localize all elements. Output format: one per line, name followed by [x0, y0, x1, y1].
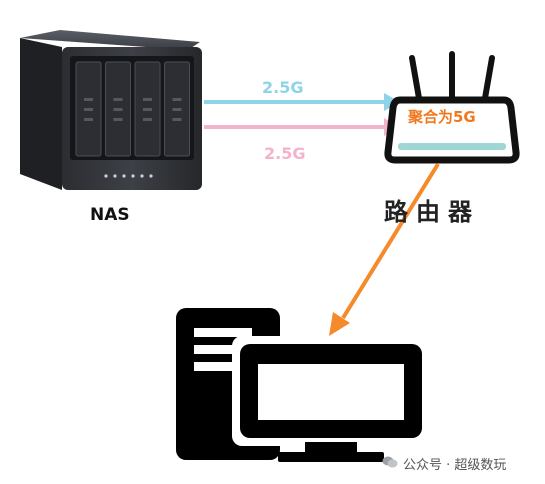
bay-grip [84, 98, 93, 101]
bay-grip [113, 118, 123, 121]
watermark: 公众号 · 超级数玩 [382, 454, 506, 473]
wechat-icon [382, 455, 398, 473]
bay-grip [84, 118, 93, 121]
router-aggregation-label: 聚合为5G [408, 108, 476, 126]
status-led [122, 174, 126, 178]
status-leds [104, 174, 153, 178]
bay-grip [172, 98, 182, 101]
router-led-bar [398, 143, 506, 150]
status-led [131, 174, 135, 178]
link-speed-label-top: 2.5G [262, 78, 304, 97]
watermark-text: 公众号 · 超级数玩 [403, 458, 507, 473]
bay-grip [143, 98, 152, 101]
bay-grip [84, 108, 93, 111]
bay-grip [113, 108, 123, 111]
bay-grip [172, 108, 182, 111]
bay-grip [143, 108, 152, 111]
router-icon [384, 51, 520, 164]
bay-grip [113, 98, 123, 101]
uplink-arrow [341, 162, 440, 320]
bay-grip [143, 118, 152, 121]
drive-bays [75, 61, 190, 157]
status-led [149, 174, 153, 178]
computer-icon [176, 308, 430, 462]
nas-device [20, 30, 202, 190]
bay-grip [172, 118, 182, 121]
router-label: 路由器 [384, 197, 480, 226]
link-speed-label-bottom: 2.5G [264, 144, 306, 163]
status-led [140, 174, 144, 178]
nas-label: NAS [90, 205, 130, 225]
status-led [104, 174, 108, 178]
status-led [113, 174, 117, 178]
uplink-arrow-head [329, 312, 350, 336]
